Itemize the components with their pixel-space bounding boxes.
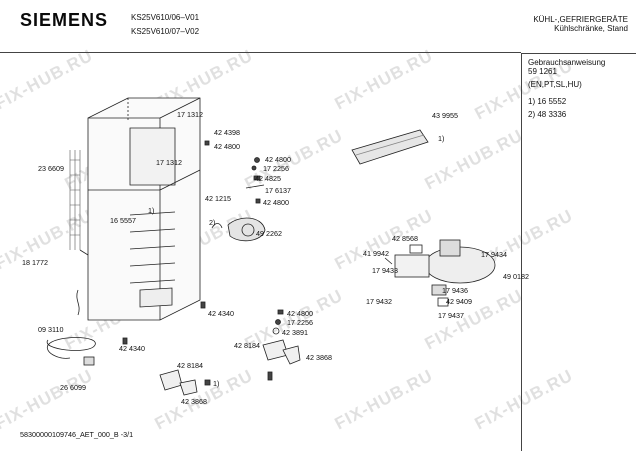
part-number-label: 41 9942	[363, 249, 389, 258]
part-number-label: 23 6609	[38, 164, 64, 173]
part-number-label: 42 8184	[177, 361, 203, 370]
part-number-label: 42 8568	[392, 234, 418, 243]
footnote-marker: 1)	[438, 134, 445, 143]
part-number-label: 42 4825	[255, 174, 281, 183]
part-number-label: 42 4340	[119, 344, 145, 353]
part-number-label: 17 9432	[366, 297, 392, 306]
subcategory-title: Kühlschränke, Stand	[554, 24, 628, 33]
part-number-label: 42 9409	[446, 297, 472, 306]
document-footer: 58300000109746_AET_000_B -3/1	[20, 430, 134, 439]
fan-assembly	[211, 217, 266, 242]
part-number-label: 18 1772	[22, 258, 48, 267]
part-number-label: 49 2262	[256, 229, 282, 238]
part-number-label: 26 6099	[60, 383, 86, 392]
part-number-label: 17 6137	[265, 186, 291, 195]
power-cable	[46, 337, 96, 359]
part-number-label: 42 4800	[265, 155, 291, 164]
part-number-label: 42 4800	[214, 142, 240, 151]
brand-logo: SIEMENS	[20, 10, 109, 30]
part-number-label: 42 3868	[306, 353, 332, 362]
part-number-label: 17 9433	[372, 266, 398, 275]
part-number-label: 42 3891	[282, 328, 308, 337]
part-number-label: 42 4398	[214, 128, 240, 137]
small-parts	[122, 140, 393, 386]
info-panel: Gebrauchsanweisung 59 1261 (EN,PT,SL,HU)…	[521, 53, 636, 451]
footnote-marker: 1)	[213, 379, 220, 388]
part-number-label: 49 0182	[503, 272, 529, 281]
part-number-label: 16 5557	[110, 216, 136, 225]
part-number-label: 17 9436	[442, 286, 468, 295]
part-number-label: 17 9434	[481, 250, 507, 259]
header-divider	[0, 52, 521, 53]
part-number-label: 42 3868	[181, 397, 207, 406]
part-number-label: 17 1312	[177, 110, 203, 119]
hinge-parts	[159, 339, 301, 396]
doc-languages: (EN,PT,SL,HU)	[528, 80, 582, 89]
control-unit	[394, 239, 496, 307]
part-number-label: 42 4800	[263, 198, 289, 207]
footnote-2: 2) 48 3336	[528, 110, 567, 119]
part-number-label: 43 9955	[432, 111, 458, 120]
part-number-label: 42 1215	[205, 194, 231, 203]
part-number-label: 09 3110	[38, 325, 64, 334]
light-cover	[351, 129, 429, 165]
doc-number: 59 1261	[528, 67, 557, 76]
footnote-1: 1) 16 5552	[528, 97, 567, 106]
part-number-label: 42 4340	[208, 309, 234, 318]
model-number-1: KS25V610/06–V01	[131, 13, 200, 22]
footnote-marker: 2)	[209, 218, 216, 227]
part-number-label: 17 1312	[156, 158, 182, 167]
part-number-label: 42 8184	[234, 341, 260, 350]
part-number-label: 17 2256	[263, 164, 289, 173]
footnote-marker: 1)	[148, 206, 155, 215]
part-number-label: 17 2256	[287, 318, 313, 327]
part-number-label: 17 9437	[438, 311, 464, 320]
model-number-2: KS25V610/07–V02	[131, 27, 200, 36]
fridge-cabinet	[69, 97, 201, 321]
part-number-label: 42 4800	[287, 309, 313, 318]
category-title: KÜHL-,GEFRIERGERÄTE	[533, 15, 628, 24]
doc-label: Gebrauchsanweisung	[528, 58, 606, 67]
